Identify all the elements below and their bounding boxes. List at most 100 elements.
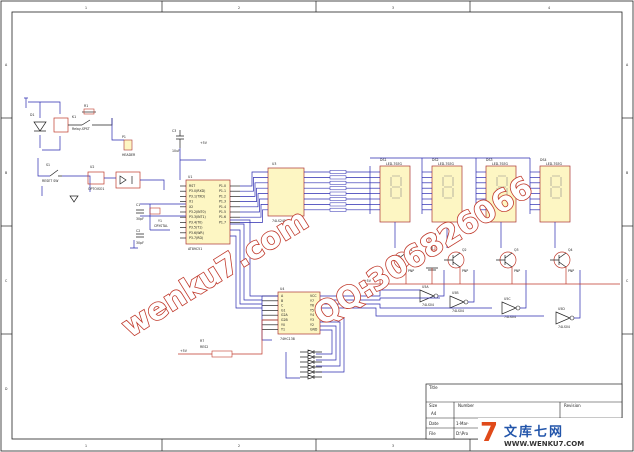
driver-ref: U3 xyxy=(272,162,276,166)
led-symbol xyxy=(300,369,322,375)
header-ref: P1 xyxy=(122,135,126,139)
input-circuit: S1 RESET SW U2 OPTOISO1 xyxy=(37,158,165,203)
size-label: Size xyxy=(429,403,438,408)
decoder-right-pin: Y4 xyxy=(310,313,314,317)
col-marker-3-bottom: 3 xyxy=(392,444,394,448)
relay-value: Relay-SPST xyxy=(72,127,90,131)
resistor-network-lead xyxy=(426,233,438,271)
mcu-left-pin: P3.2(INT0) xyxy=(189,210,206,214)
cap1-ref: C1 xyxy=(136,203,140,207)
relay-circuit: D1 K1 Relay-SPST R1 P1 HEADER xyxy=(24,97,136,157)
resistor-r1-body xyxy=(83,108,95,115)
data-wire xyxy=(240,209,268,223)
decoder-left-pin: C xyxy=(281,304,284,308)
decoder-left-pin: G2B xyxy=(281,318,288,322)
optocoupler-ref: U2 xyxy=(90,165,94,169)
cap2-ref: C2 xyxy=(136,229,140,233)
mcu-right-pin: P1.0 xyxy=(219,184,226,188)
col-marker-3: 3 xyxy=(392,6,394,10)
crystal-value: CRYSTAL xyxy=(154,224,168,228)
display-segments xyxy=(442,175,454,199)
mcu-left-pin: P3.0(RXD) xyxy=(189,189,205,193)
decoder-right-pin: Y5 xyxy=(310,308,314,312)
bus-resistor xyxy=(329,197,347,201)
row-marker-a-right: A xyxy=(626,63,629,67)
transistor-ref: Q3 xyxy=(514,248,519,252)
row-marker-c-right: C xyxy=(626,279,629,283)
inverter-ref: U5D xyxy=(558,307,565,311)
bus-resistor xyxy=(329,170,347,174)
inverter-value: 74LS04 xyxy=(558,325,570,329)
decoder-left-pin: A xyxy=(281,294,284,298)
control-wiring: +5V xyxy=(230,219,620,373)
transistor-value: PNP xyxy=(568,269,574,273)
mcu-left-pin: X1 xyxy=(189,200,193,204)
led-symbol xyxy=(300,349,322,355)
bus-resistor xyxy=(329,180,347,185)
optocoupler-value: OPTOISO1 xyxy=(88,187,104,191)
net-bus-to-displays xyxy=(346,157,531,214)
number-label: Number xyxy=(458,403,474,408)
bus-resistor xyxy=(329,202,347,207)
vcc-label-r7: +5V xyxy=(180,349,188,353)
decoder-right-pin: Y7 xyxy=(310,299,314,303)
data-wire xyxy=(240,182,268,197)
display-ref: DS3 xyxy=(486,158,493,162)
title-label: Title xyxy=(428,385,438,390)
col-marker-2-bottom: 2 xyxy=(238,444,240,448)
transistor-leads xyxy=(444,252,461,268)
mcu-right-pin: P1.2 xyxy=(219,194,226,198)
transistor-ref: Q1 xyxy=(408,248,413,252)
header-value: HEADER xyxy=(122,153,136,157)
logo-name: 文库七网 xyxy=(504,424,564,440)
net-mcu-to-driver xyxy=(240,171,330,223)
decoder-right-pin: Y2 xyxy=(310,323,314,327)
logo-glyph: 7 xyxy=(480,418,498,448)
inverter-body xyxy=(419,289,435,303)
decoder-right-pin: Y3 xyxy=(310,318,314,322)
cap3-ref: C3 xyxy=(172,129,176,133)
date-value: 1-Mar- xyxy=(456,421,469,426)
decoder-left-pin: Y0 xyxy=(281,323,285,327)
display-segments xyxy=(496,175,508,199)
transistor-value: PNP xyxy=(462,269,468,273)
row-marker-d: D xyxy=(5,387,8,391)
col-marker-4: 4 xyxy=(548,6,550,10)
display-body xyxy=(431,165,463,223)
col-marker-1: 1 xyxy=(85,6,87,10)
inverter-out-wire xyxy=(520,270,527,309)
data-wire xyxy=(240,193,268,208)
inverter-body xyxy=(449,295,465,309)
inverter-value: 74LS04 xyxy=(422,303,434,307)
mcu-value: AT89C51 xyxy=(188,247,202,251)
display-segments xyxy=(550,175,562,199)
transistor-ref: Q2 xyxy=(462,248,467,252)
data-wire xyxy=(240,198,268,213)
clock-circuit: Y1 CRYSTAL C1 30pF C2 30pF C3 10uF +5V xyxy=(130,129,208,249)
display-ref: DS1 xyxy=(380,158,387,162)
decoder-right-pin: Y6 xyxy=(310,304,314,308)
decoder-left-pin: G2A xyxy=(281,313,288,317)
decoder-left-pin: B xyxy=(281,299,283,303)
inverter-body xyxy=(501,301,517,315)
mcu-left-pin: P3.1(TXD) xyxy=(189,194,205,198)
mcu-u1: U1 AT89C51 RSTP3.0(RXD)P3.1(TXD)X1X2P3.2… xyxy=(180,175,240,251)
inverter-out-wire xyxy=(468,270,475,303)
mcu-right-pin: P1.4 xyxy=(219,205,226,209)
mcu-right-pin: P1.6 xyxy=(219,215,226,219)
led-common-wire xyxy=(285,352,300,379)
display-value: LED-7SEG xyxy=(492,162,508,166)
segment-bus xyxy=(369,157,531,214)
mcu-left-pin: P3.7(RD) xyxy=(189,236,203,240)
mcu-ref: U1 xyxy=(188,175,192,179)
cap3-value: 10uF xyxy=(172,149,180,153)
transistor-ref: Q4 xyxy=(568,248,573,252)
r7-value: RES2 xyxy=(200,345,208,349)
relay-ref: K1 xyxy=(72,115,76,119)
data-wire xyxy=(240,177,268,192)
transistor-value: PNP xyxy=(514,269,520,273)
driver-body xyxy=(267,167,305,217)
vcc-label-bus: +5V xyxy=(364,279,372,283)
